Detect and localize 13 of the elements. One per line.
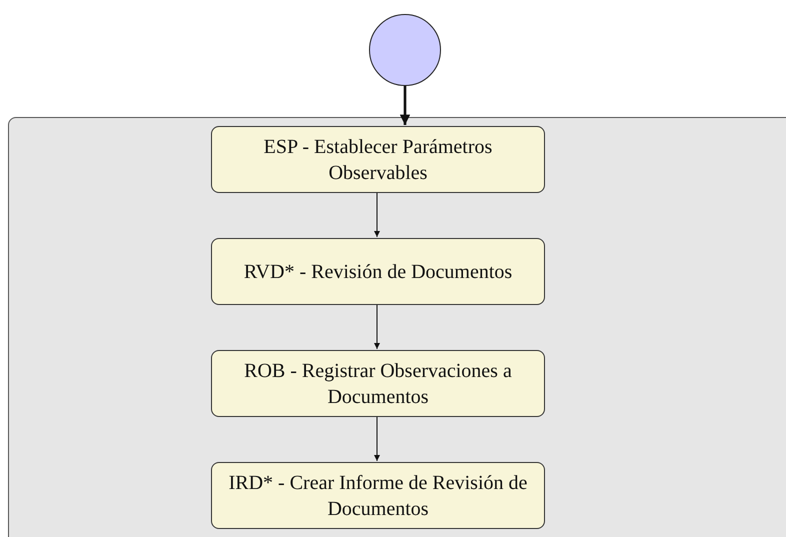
arrow <box>374 192 380 238</box>
step-label: ROB - Registrar Observaciones a Documentos <box>243 358 513 410</box>
step-label: ESP - Establecer Parámetros Observables <box>262 134 494 186</box>
arrow <box>374 416 380 462</box>
group-container <box>8 117 786 537</box>
process-box <box>211 350 545 417</box>
arrow <box>374 304 380 350</box>
process-box <box>211 126 545 193</box>
process-box <box>211 238 545 305</box>
arrow <box>400 86 410 125</box>
step-label: IRD* - Crear Informe de Revisión de Documentos <box>228 470 528 522</box>
step-label: RVD* - Revisión de Documentos <box>244 260 512 284</box>
process-box <box>211 462 545 529</box>
